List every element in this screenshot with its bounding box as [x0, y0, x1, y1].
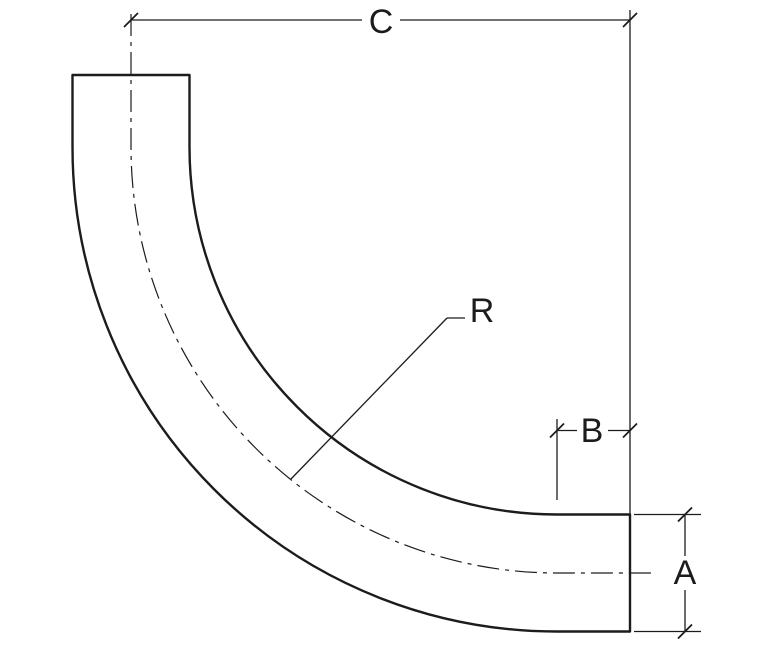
dimension-c: C: [123, 3, 638, 515]
dim-c-label: C: [369, 3, 394, 41]
dim-a-tick-top: [677, 506, 693, 523]
dimension-r: R: [290, 292, 495, 480]
pipe-centerline: [130, 14, 656, 574]
dimension-b: B: [549, 412, 638, 500]
dim-c-tick-right: [622, 12, 638, 28]
dim-b-tick-left: [549, 422, 565, 439]
centerline-group: [130, 14, 656, 574]
dim-r-label: R: [470, 292, 495, 330]
dimension-a: A: [634, 506, 701, 640]
dim-c-tick-left: [123, 12, 139, 28]
pipe-elbow-outline: [71, 73, 632, 633]
dim-a-tick-bottom: [677, 623, 693, 640]
dim-b-label: B: [581, 412, 604, 450]
leader-r-diagonal: [290, 317, 448, 480]
dim-b-tick-right: [622, 422, 638, 439]
pipe-group: [71, 73, 632, 633]
dim-a-label: A: [674, 554, 697, 592]
